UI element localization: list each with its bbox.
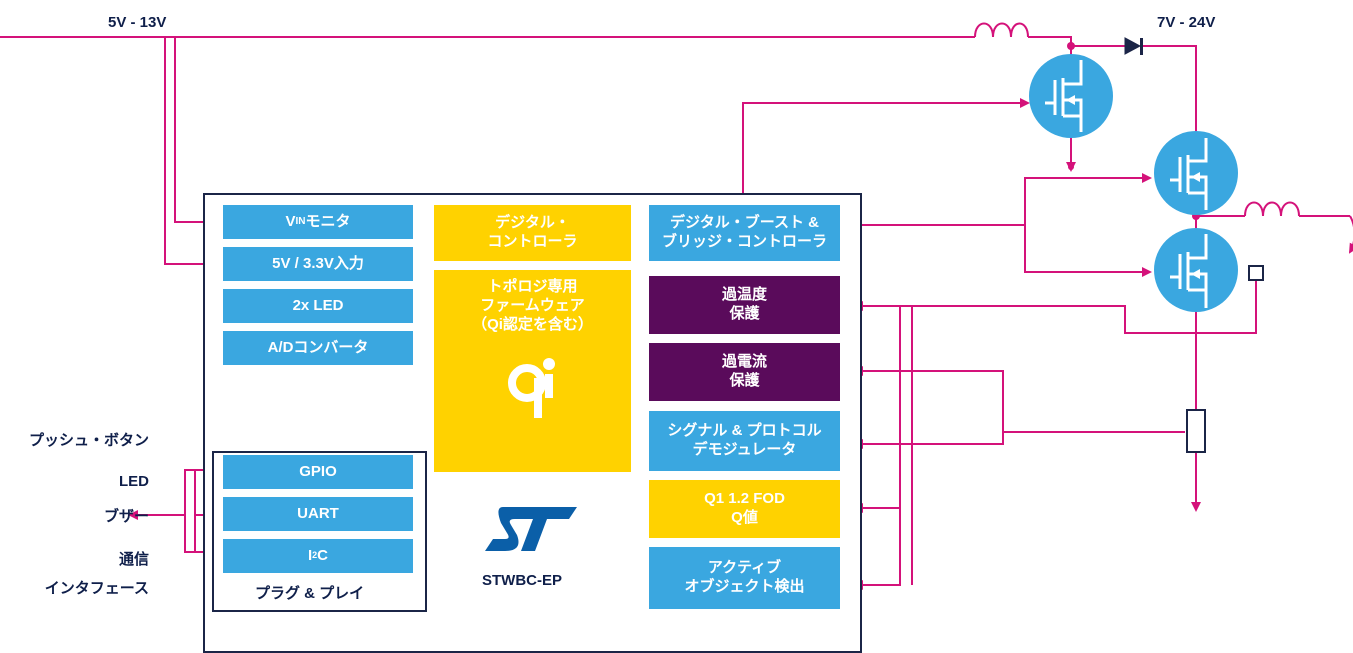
active-line2: オブジェクト検出 [684, 578, 805, 595]
firmware-line1: トポロジ専用 [487, 278, 578, 295]
high-side-mosfet-icon [1154, 131, 1238, 215]
boost-bridge-controller-block: デジタル・ブースト & ブリッジ・コントローラ [649, 205, 840, 261]
digital-controller-block: デジタル・ コントローラ [434, 205, 631, 261]
led-block: 2x LED [223, 289, 413, 323]
signal-line1: シグナル & プロトコル [667, 422, 822, 440]
output-voltage-label: 7V - 24V [1157, 14, 1216, 31]
boost-line1: デジタル・ブースト & [670, 214, 819, 232]
qi-logo-icon [507, 358, 555, 419]
firmware-block: トポロジ専用 ファームウェア （Qi認定を含む） [434, 270, 631, 472]
shunt-resistor-icon [1186, 409, 1206, 453]
current-sense [853, 366, 1004, 432]
diode-icon [1124, 37, 1143, 55]
boost-gate-line [742, 98, 1030, 205]
buzzer-label: ブザー [103, 508, 149, 525]
plug-and-play-caption: プラグ & プレイ [255, 585, 365, 602]
temp-sensor-icon [1248, 265, 1264, 281]
plug-and-play-group [212, 451, 427, 612]
boost-line2: ブリッジ・コントローラ [661, 233, 827, 250]
input-5v-block: 5V / 3.3V入力 [223, 247, 413, 281]
led-label: LED [119, 473, 149, 490]
temp-line2: 保護 [729, 305, 760, 322]
active-line1: アクティブ [707, 559, 782, 577]
low-side-mosfet-icon [1154, 228, 1238, 312]
temp-sensor-loop [853, 278, 1257, 334]
rail-to-inductor [1028, 36, 1072, 50]
fod-line2: Q値 [731, 509, 758, 526]
active-object-detection-block: アクティブ オブジェクト検出 [649, 547, 840, 609]
bridge-gate-bottom [1024, 225, 1152, 277]
over-current-block: 過電流 保護 [649, 343, 840, 401]
boost-mosfet-icon [1029, 54, 1113, 138]
digital-controller-line1: デジタル・ [495, 214, 570, 232]
current-line1: 過電流 [721, 353, 767, 371]
comm-label-line1: 通信 [118, 551, 149, 568]
fod-q-block: Q1 1.2 FOD Q値 [649, 480, 840, 538]
current-line2: 保護 [729, 372, 760, 389]
signal-sense [853, 432, 1004, 449]
adc-block: A/Dコンバータ [223, 331, 413, 365]
diode-to-out [1143, 45, 1197, 150]
vin-subscript: IN [295, 215, 306, 227]
gpio-block: GPIO [223, 455, 413, 489]
digital-controller-line2: コントローラ [487, 233, 578, 250]
vin-suffix: モニタ [305, 212, 351, 230]
signal-demodulator-block: シグナル & プロトコル デモジュレータ [649, 411, 840, 471]
vin-prefix: V [285, 212, 296, 230]
i2c-prefix: I [307, 546, 313, 564]
output-coil [1244, 201, 1300, 217]
input-voltage-label: 5V - 13V [108, 14, 167, 31]
signal-line2: デモジュレータ [692, 441, 797, 458]
aux-bus-left [853, 306, 901, 590]
i2c-superscript: 2 [312, 550, 318, 561]
chip-name-label: STWBC-EP [482, 572, 562, 589]
bridge-gate-top [1024, 173, 1152, 225]
i2c-suffix: C [317, 546, 329, 564]
firmware-line2: ファームウェア [480, 296, 585, 314]
circuit-diagram [0, 22, 1353, 590]
uart-block: UART [223, 497, 413, 531]
st-logo-icon [485, 507, 577, 551]
out-curve [1348, 215, 1353, 254]
inductor-top [974, 22, 1029, 38]
push-button-label: プッシュ・ボタン [28, 432, 149, 449]
over-temperature-block: 過温度 保護 [649, 276, 840, 334]
fod-line1: Q1 1.2 FOD [704, 490, 785, 508]
firmware-line3: （Qi認定を含む） [472, 315, 593, 333]
temp-line1: 過温度 [721, 286, 767, 304]
comm-label-line2: インタフェース [44, 580, 149, 597]
